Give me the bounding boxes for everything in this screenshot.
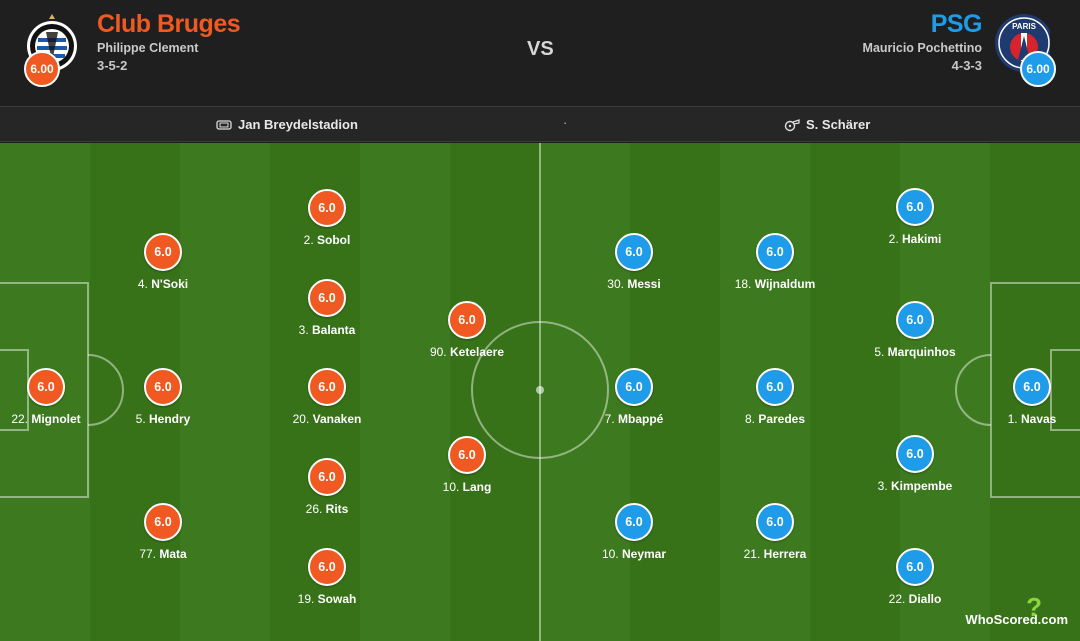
- player-home-hendry[interactable]: 6.0 5. Hendry: [103, 368, 223, 426]
- whistle-icon: [784, 118, 800, 131]
- referee-name: S. Schärer: [806, 117, 871, 132]
- player-rating: 6.0: [308, 548, 346, 586]
- player-rating: 6.0: [896, 301, 934, 339]
- player-away-wijnaldum[interactable]: 6.0 18. Wijnaldum: [715, 233, 835, 291]
- away-team-name[interactable]: PSG: [930, 10, 983, 38]
- home-manager[interactable]: Philippe Clement: [97, 41, 199, 55]
- player-name: 10. Lang: [442, 480, 492, 494]
- whoscored-logo-icon: ?: [1026, 592, 1042, 622]
- player-home-mignolet[interactable]: 6.0 22. Mignolet: [0, 368, 106, 426]
- home-team-rating: 6.00: [24, 51, 60, 87]
- player-name: 22. Mignolet: [11, 412, 81, 426]
- player-away-messi[interactable]: 6.0 30. Messi: [574, 233, 694, 291]
- player-home-vanaken[interactable]: 6.0 20. Vanaken: [267, 368, 387, 426]
- player-rating: 6.0: [1013, 368, 1051, 406]
- player-rating: 6.0: [308, 279, 346, 317]
- info-separator: ·: [563, 115, 568, 130]
- player-away-diallo[interactable]: 6.0 22. Diallo: [855, 548, 975, 606]
- player-name: 3. Kimpembe: [877, 479, 953, 493]
- player-rating: 6.0: [756, 368, 794, 406]
- player-rating: 6.0: [308, 368, 346, 406]
- watermark-text: WhoScored: [965, 612, 1038, 627]
- player-rating: 6.0: [144, 233, 182, 271]
- player-name: 19. Sowah: [297, 592, 357, 606]
- player-name: 3. Balanta: [298, 323, 356, 337]
- match-header: 6.00 Club Bruges Philippe Clement 3-5-2 …: [0, 0, 1080, 106]
- player-away-neymar[interactable]: 6.0 10. Neymar: [574, 503, 694, 561]
- away-team-rating: 6.00: [1020, 51, 1056, 87]
- player-home-mata[interactable]: 6.0 77. Mata: [103, 503, 223, 561]
- player-name: 1. Navas: [1007, 412, 1057, 426]
- player-name: 21. Herrera: [743, 547, 807, 561]
- player-home-balanta[interactable]: 6.0 3. Balanta: [267, 279, 387, 337]
- player-name: 8. Paredes: [744, 412, 806, 426]
- home-team-name[interactable]: Club Bruges: [97, 10, 241, 38]
- away-manager[interactable]: Mauricio Pochettino: [862, 41, 982, 55]
- player-home-rits[interactable]: 6.0 26. Rits: [267, 458, 387, 516]
- pitch: 6.0 22. Mignolet 6.0 4. N'Soki 6.0 5. He…: [0, 143, 1080, 641]
- player-name: 2. Hakimi: [888, 232, 942, 246]
- player-away-paredes[interactable]: 6.0 8. Paredes: [715, 368, 835, 426]
- venue-name: Jan Breydelstadion: [238, 117, 358, 132]
- player-rating: 6.0: [896, 188, 934, 226]
- player-name: 22. Diallo: [888, 592, 942, 606]
- watermark-suffix: .com: [1037, 612, 1068, 627]
- player-rating: 6.0: [615, 368, 653, 406]
- player-rating: 6.0: [144, 368, 182, 406]
- player-rating: 6.0: [448, 301, 486, 339]
- player-home-sobol[interactable]: 6.0 2. Sobol: [267, 189, 387, 247]
- player-away-hakimi[interactable]: 6.0 2. Hakimi: [855, 188, 975, 246]
- player-name: 30. Messi: [607, 277, 661, 291]
- referee: S. Schärer: [784, 117, 870, 132]
- player-name: 2. Sobol: [303, 233, 351, 247]
- whoscored-watermark: ? WhoScored.com: [965, 592, 1068, 627]
- player-away-herrera[interactable]: 6.0 21. Herrera: [715, 503, 835, 561]
- player-home-lang[interactable]: 6.0 10. Lang: [407, 436, 527, 494]
- player-rating: 6.0: [615, 503, 653, 541]
- venue: Jan Breydelstadion: [216, 117, 358, 132]
- player-name: 7. Mbappé: [604, 412, 664, 426]
- player-home-sowah[interactable]: 6.0 19. Sowah: [267, 548, 387, 606]
- player-name: 26. Rits: [305, 502, 349, 516]
- player-rating: 6.0: [756, 233, 794, 271]
- player-name: 77. Mata: [139, 547, 187, 561]
- player-name: 4. N'Soki: [137, 277, 189, 291]
- player-rating: 6.0: [448, 436, 486, 474]
- svg-text:PARIS: PARIS: [1012, 22, 1037, 31]
- player-rating: 6.0: [756, 503, 794, 541]
- away-formation: 4-3-3: [951, 58, 982, 73]
- player-name: 90. Ketelaere: [429, 345, 505, 359]
- player-rating: 6.0: [308, 189, 346, 227]
- player-rating: 6.0: [896, 435, 934, 473]
- player-away-mbappe[interactable]: 6.0 7. Mbappé: [574, 368, 694, 426]
- player-name: 18. Wijnaldum: [734, 277, 816, 291]
- player-rating: 6.0: [308, 458, 346, 496]
- player-home-ketelaere[interactable]: 6.0 90. Ketelaere: [407, 301, 527, 359]
- player-name: 5. Hendry: [135, 412, 191, 426]
- stadium-icon: [216, 119, 232, 130]
- player-rating: 6.0: [615, 233, 653, 271]
- player-name: 20. Vanaken: [292, 412, 362, 426]
- vs-label: VS: [527, 38, 554, 60]
- player-rating: 6.0: [144, 503, 182, 541]
- player-away-kimpembe[interactable]: 6.0 3. Kimpembe: [855, 435, 975, 493]
- player-away-navas[interactable]: 6.0 1. Navas: [972, 368, 1080, 426]
- player-rating: 6.0: [896, 548, 934, 586]
- player-name: 10. Neymar: [601, 547, 667, 561]
- player-rating: 6.0: [27, 368, 65, 406]
- player-home-nsoki[interactable]: 6.0 4. N'Soki: [103, 233, 223, 291]
- match-info-bar: Jan Breydelstadion · S. Schärer: [0, 106, 1080, 142]
- home-formation: 3-5-2: [97, 58, 128, 73]
- player-away-marquinhos[interactable]: 6.0 5. Marquinhos: [855, 301, 975, 359]
- player-name: 5. Marquinhos: [874, 345, 956, 359]
